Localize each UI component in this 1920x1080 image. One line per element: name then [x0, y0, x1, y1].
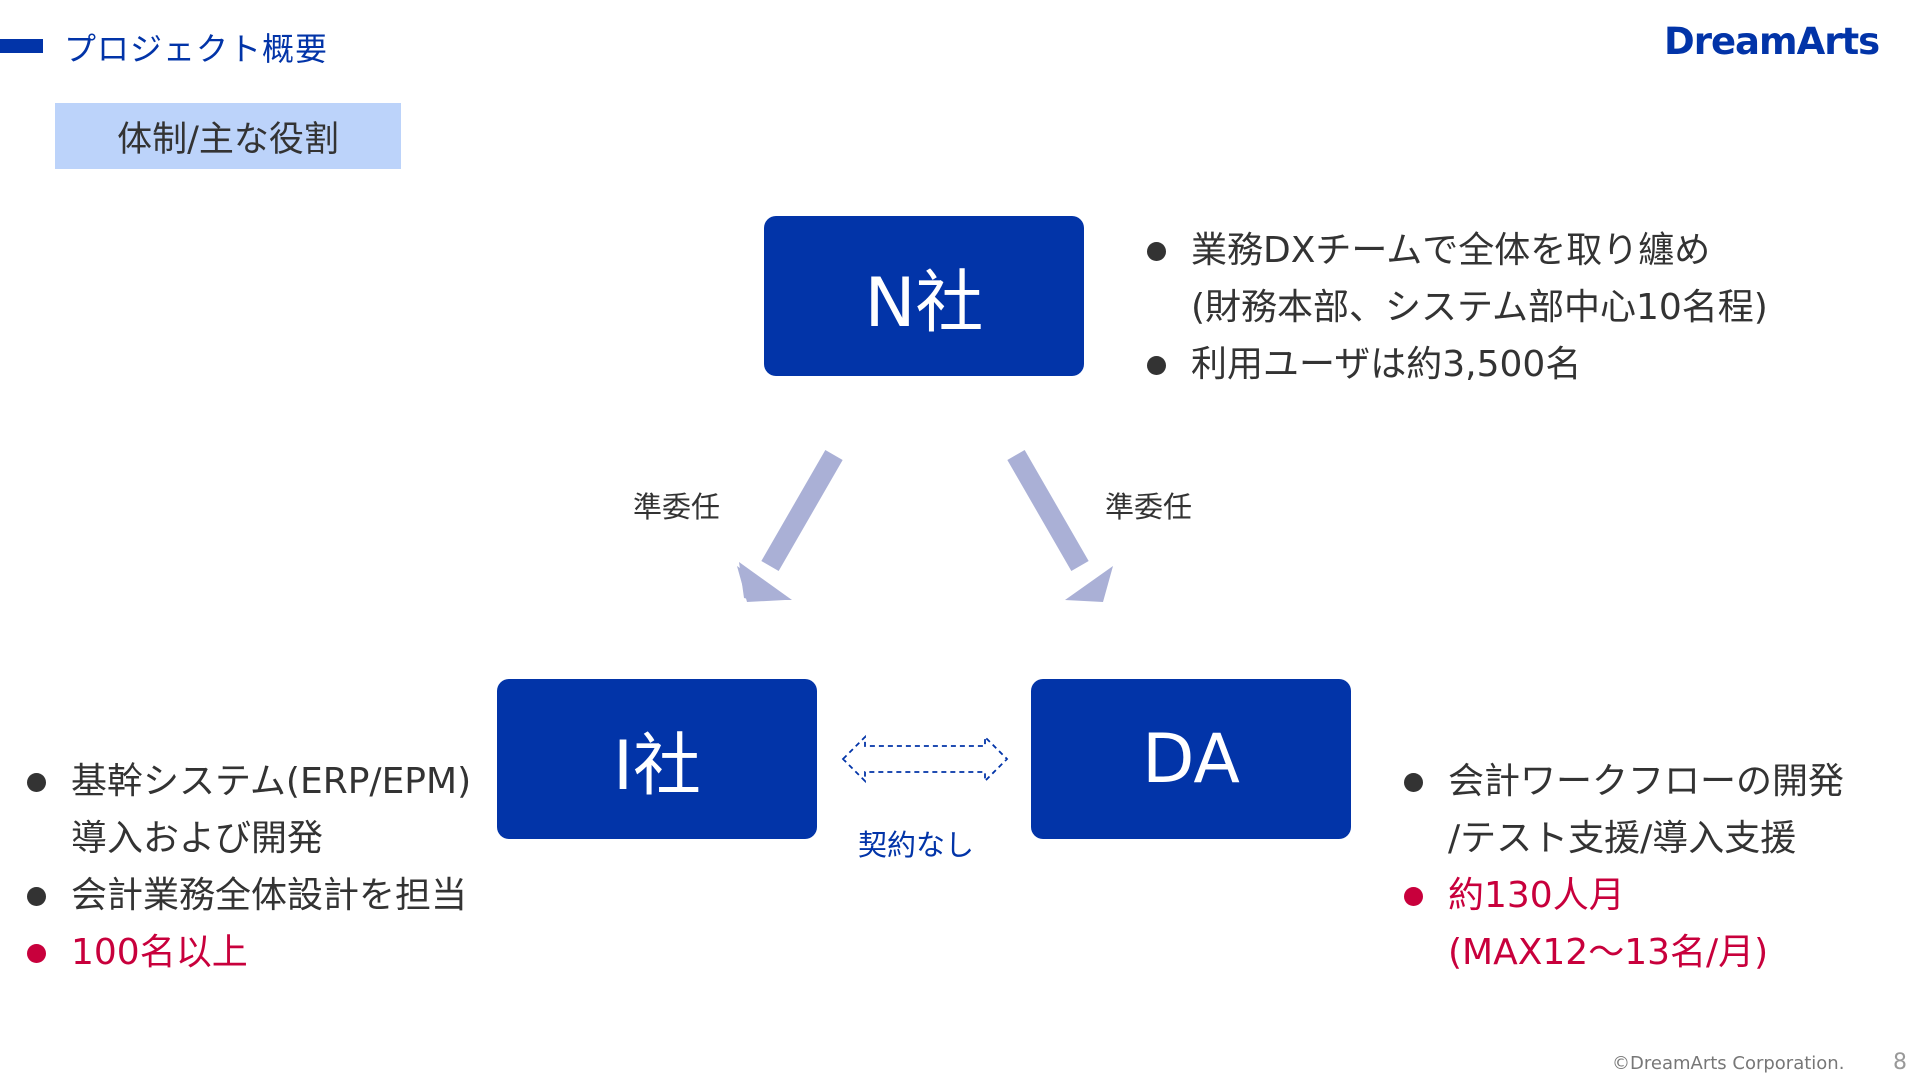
bullet-item: 会計業務全体設計を担当 — [27, 867, 471, 924]
brand-logo: DreamArts — [1664, 20, 1880, 63]
header-accent-bar — [0, 39, 43, 53]
footer-copyright: ©DreamArts Corporation. — [1612, 1053, 1845, 1074]
bullet-dot — [27, 773, 46, 792]
bullet-text: (財務本部、システム部中心10名程) — [1191, 287, 1768, 328]
org-box-n: N社 — [764, 216, 1084, 376]
bullet-text: 約130人月 — [1448, 875, 1625, 916]
bullet-text: 利用ユーザは約3,500名 — [1191, 344, 1582, 385]
bullet-item-highlight: 約130人月 (MAX12〜13名/月) — [1404, 867, 1844, 981]
org-box-i: I社 — [497, 679, 817, 839]
bullet-item: 基幹システム(ERP/EPM) 導入および開発 — [27, 753, 471, 867]
arrow-n-to-i — [737, 450, 843, 602]
bullet-dot — [1147, 242, 1166, 261]
org-box-da: DA — [1031, 679, 1351, 839]
page-title: プロジェクト概要 — [64, 30, 329, 68]
arrow-n-to-da — [1007, 450, 1113, 602]
bullet-item: 会計ワークフローの開発 /テスト支援/導入支援 — [1404, 753, 1844, 867]
bullet-dot — [27, 887, 46, 906]
bullet-text: 業務DXチームで全体を取り纏め — [1191, 230, 1711, 271]
bullet-list-da: 会計ワークフローの開発 /テスト支援/導入支援 約130人月 (MAX12〜13… — [1404, 753, 1844, 981]
bullet-text: 会計ワークフローの開発 — [1448, 761, 1845, 802]
bullet-text: 基幹システム(ERP/EPM) — [71, 761, 472, 802]
bullet-text: /テスト支援/導入支援 — [1448, 818, 1797, 859]
page-number: 8 — [1893, 1050, 1907, 1075]
bullet-item: 利用ユーザは約3,500名 — [1147, 336, 1768, 393]
bullet-text: (MAX12〜13名/月) — [1448, 932, 1769, 973]
bullet-text: 会計業務全体設計を担当 — [71, 875, 468, 916]
relation-label-n-da: 準委任 — [1105, 490, 1193, 524]
bullet-dot — [1404, 773, 1423, 792]
section-tag: 体制/主な役割 — [55, 103, 401, 169]
bullet-dot — [27, 944, 46, 963]
arrow-i-da-no-contract — [841, 734, 1009, 784]
bullet-item-highlight: 100名以上 — [27, 924, 471, 981]
bullet-list-n: 業務DXチームで全体を取り纏め (財務本部、システム部中心10名程) 利用ユーザ… — [1147, 222, 1768, 393]
bullet-dot — [1147, 356, 1166, 375]
relation-label-i-da: 契約なし — [858, 828, 975, 862]
bullet-list-i: 基幹システム(ERP/EPM) 導入および開発 会計業務全体設計を担当 100名… — [27, 753, 471, 981]
bullet-item: 業務DXチームで全体を取り纏め (財務本部、システム部中心10名程) — [1147, 222, 1768, 336]
bullet-dot — [1404, 887, 1423, 906]
bullet-text: 100名以上 — [71, 932, 248, 973]
relation-label-n-i: 準委任 — [633, 490, 721, 524]
bullet-text: 導入および開発 — [71, 818, 324, 859]
